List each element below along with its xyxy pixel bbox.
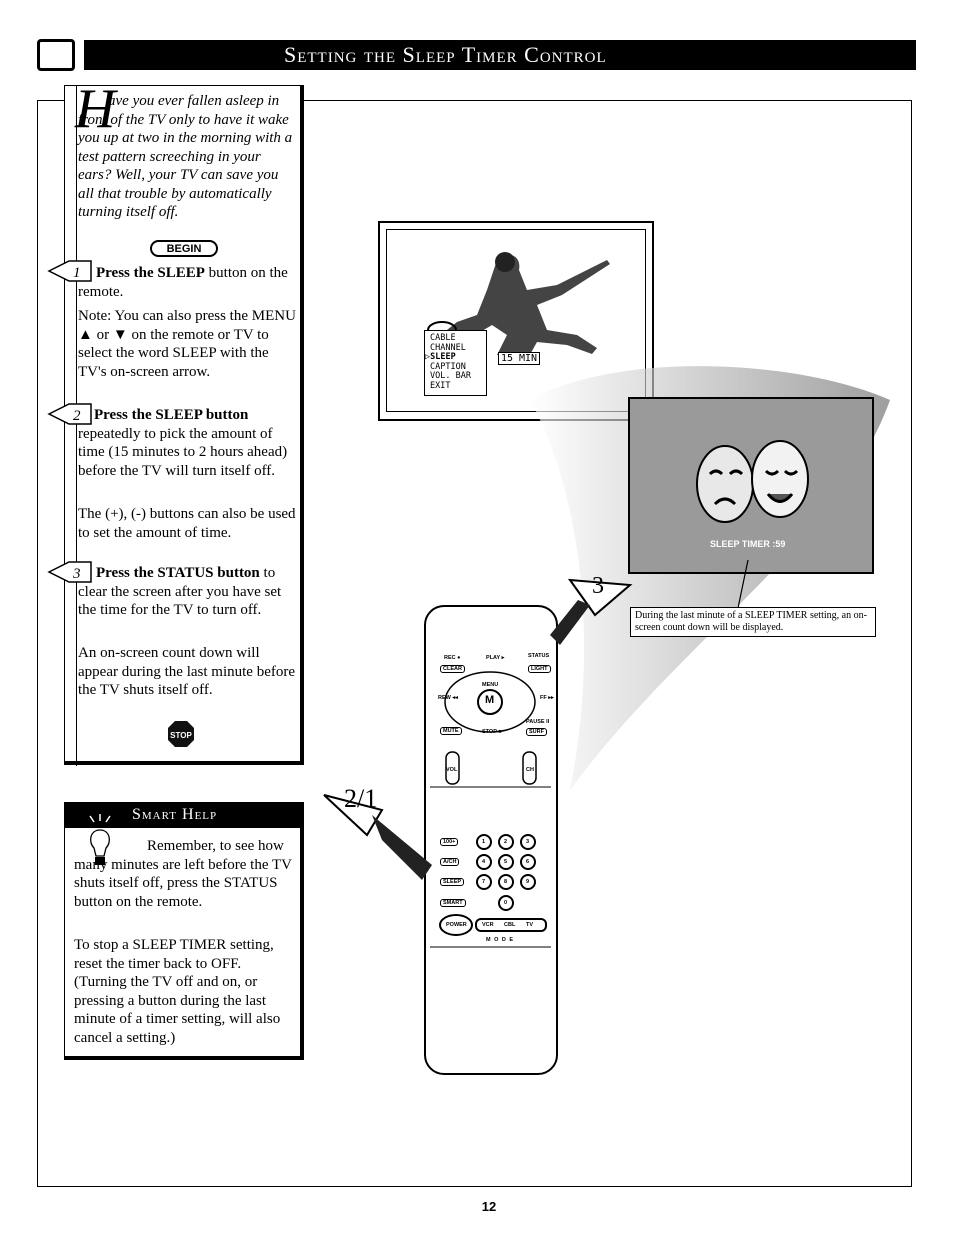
caption-box: During the last minute of a SLEEP TIMER … [630,607,876,637]
pointer-line [737,559,749,609]
osd-menu-item: CHANNEL [430,342,466,353]
step-2-1-label: 2/1 [344,784,378,813]
remote-drawing [430,671,551,948]
smart-help-para-1: Remember, to see how many minutes are le… [74,838,292,910]
remote-rec-label: REC ● [444,655,461,661]
smart-button[interactable]: SMART [440,899,466,907]
step-1-number: 1 [73,265,81,281]
sleep-timer-countdown: SLEEP TIMER :59 [710,539,786,549]
page-frame [37,100,912,1187]
ach-button[interactable]: A/CH [440,858,460,866]
tv-mode-button[interactable]: TV [526,922,534,928]
step-2-number: 2 [73,408,81,424]
osd-menu-item: CABLE [430,333,456,343]
osd-menu-item: VOL. BAR [430,371,471,381]
digit-8-button[interactable]: 8 [504,879,508,885]
step-3-arrow-icon: 3 [47,561,92,583]
digit-5-button[interactable]: 5 [504,859,508,865]
smart-help-para-2: To stop a SLEEP TIMER setting, reset the… [74,937,281,1046]
digit-0-button[interactable]: 0 [504,900,508,906]
step-1-note: Note: You can also press the MENU ▲ or ▼… [78,308,296,380]
ch-rocker[interactable]: CH [526,767,534,773]
menu-button[interactable]: M [485,694,495,706]
step-3-callout [550,578,633,645]
step-1-arrow-icon: 1 [47,260,92,282]
stop-label: STOP [170,731,192,740]
tv-osd-menu: CABLE CHANNEL ▷SLEEP CAPTION VOL. BAR EX… [424,330,487,396]
step-3-bold: Press the STATUS button [96,565,260,581]
remote-ff-label: FF ▸▸ [540,695,554,701]
remote-play-label: PLAY ▸ [486,655,505,661]
mute-button[interactable]: MUTE [440,727,462,735]
digit-9-button[interactable]: 9 [526,879,530,885]
sleep-button[interactable]: SLEEP [440,878,465,886]
osd-arrow-icon: ▷ [425,352,431,362]
mode-label: M O D E [486,937,515,943]
drop-cap: H [75,78,116,140]
remote-stop-label: STOP ■ [482,729,502,735]
page-title: Setting the Sleep Timer Control [84,40,916,70]
remote-control: REC ● PLAY ▸ STATUS CLEAR LIGHT REW ◂◂ F… [424,605,558,1075]
step-3-rest: to clear the screen after you have set t… [78,565,282,618]
lightbulb-icon [89,814,111,865]
digit-6-button[interactable]: 6 [526,859,530,865]
remote-rew-label: REW ◂◂ [438,695,458,701]
clear-button[interactable]: CLEAR [440,665,465,673]
begin-badge: BEGIN [150,240,218,257]
100-button[interactable]: 100+ [440,838,459,846]
vol-rocker[interactable]: VOL [446,767,458,773]
step-1-text: Press the SLEEP button on the remote. [78,264,296,301]
light-button[interactable]: LIGHT [528,665,551,673]
header-box-icon [37,39,75,71]
vcr-mode-button[interactable]: VCR [482,922,494,928]
power-button[interactable]: POWER [446,922,467,928]
step-3-note: An on-screen count down will appear duri… [78,645,296,698]
step-1-bold: Press the SLEEP [96,265,205,281]
step-3-number: 3 [72,566,81,582]
step-2-rest: repeatedly to pick the amount of time (1… [78,425,288,479]
menu-label: MENU [482,682,499,688]
remote-pause-label: PAUSE II [526,719,550,725]
step-2-text: Press the SLEEP button repeatedly to pic… [78,406,296,480]
panel-rule [76,86,77,766]
drama-masks-image [696,440,809,523]
osd-menu-item: EXIT [430,380,451,391]
step-3-text: Press the STATUS button to clear the scr… [78,564,296,620]
digit-2-button[interactable]: 2 [504,839,508,845]
digit-4-button[interactable]: 4 [482,859,486,865]
instructions-panel [64,85,304,765]
smart-help-title: Smart Help [64,802,302,828]
step-2-note: The (+), (-) buttons can also be used to… [78,506,296,541]
cbl-mode-button[interactable]: CBL [504,922,516,928]
osd-menu-item-selected: ▷SLEEP [425,352,456,362]
page-number: 12 [481,1199,497,1214]
step-3-label: 3 [592,573,604,599]
step-2-bold: Press the SLEEP button [94,407,249,423]
osd-sleep-value: 15 MIN [498,352,540,365]
tv-screen-masks [628,397,874,574]
digit-3-button[interactable]: 3 [526,839,530,845]
step-2-1-callout [323,794,432,880]
stop-sign-icon: STOP [168,721,194,747]
step-1-rest: button on the remote. [78,265,288,300]
step-2-arrow-icon: 2 [47,403,92,425]
digit-1-button[interactable]: 1 [482,839,486,845]
surf-button[interactable]: SURF [526,728,547,736]
digit-7-button[interactable]: 7 [482,879,486,885]
intro-paragraph: ave you ever fallen asleep in front of t… [78,93,293,220]
remote-status-label: STATUS [528,653,550,659]
osd-menu-item: CAPTION [430,361,466,372]
